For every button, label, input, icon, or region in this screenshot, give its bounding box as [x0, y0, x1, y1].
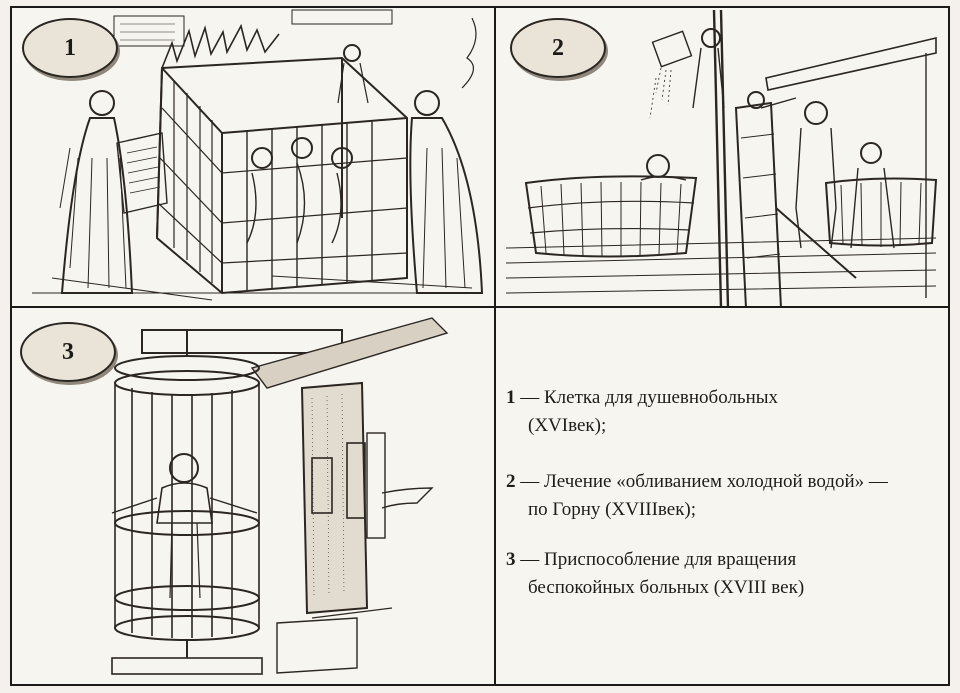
panel-cold-water: 2 — [496, 8, 948, 308]
caption-line: 2 — Лечение «обливанием холодной водой» … — [506, 468, 946, 496]
caption-dash: — — [520, 471, 540, 492]
caption-text: Приспособление для вращения — [544, 549, 797, 570]
caption-item: 2 — Лечение «обливанием холодной водой» … — [506, 468, 946, 524]
illustration-grid: 1 — [10, 6, 950, 686]
caption-line: по Горну (XVIIIвек); — [528, 499, 697, 520]
caption-dash: — — [520, 387, 540, 408]
caption-number: 3 — [506, 549, 516, 570]
caption-item: 3 — Приспособление для вращения беспокой… — [506, 546, 946, 602]
caption-line: 3 — Приспособление для вращения — [506, 546, 946, 574]
caption-line: 1 — Клетка для душевнобольных — [506, 384, 946, 412]
rotating-device-engraving — [111, 317, 449, 675]
panel-number-badge: 2 — [510, 18, 606, 78]
caption-text: Лечение «обливанием холодной водой» — — [544, 471, 888, 492]
cage-engraving — [32, 9, 484, 301]
caption-item: 1 — Клетка для душевнобольных (XVIвек); — [506, 384, 946, 440]
caption-line: (XVIвек); — [528, 415, 607, 436]
panel-captions: 1 — Клетка для душевнобольных (XVIвек); … — [496, 308, 948, 684]
caption-line: беспокойных больных (XVIII век) — [528, 577, 805, 598]
panel-cage: 1 — [12, 8, 496, 308]
panel-rotating-device: 3 — [12, 308, 496, 684]
cold-water-engraving — [505, 9, 938, 306]
panel-number-badge: 3 — [20, 322, 116, 382]
caption-text: Клетка для душевнобольных — [544, 387, 779, 408]
caption-dash: — — [520, 549, 540, 570]
caption-number: 2 — [506, 471, 516, 492]
caption-number: 1 — [506, 387, 516, 408]
panel-number-badge: 1 — [22, 18, 118, 78]
